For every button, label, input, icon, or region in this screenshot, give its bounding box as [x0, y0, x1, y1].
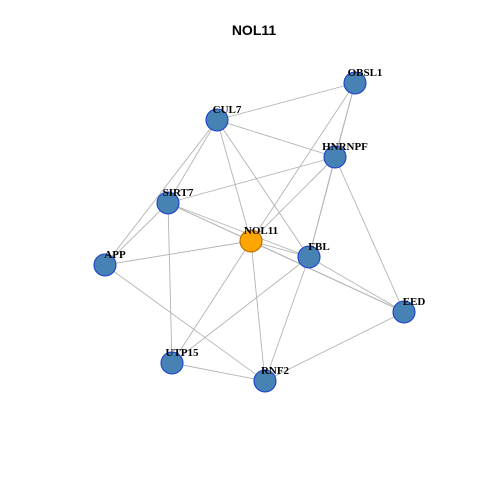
node-obsl1 [343, 71, 367, 95]
edge-layer [104, 82, 405, 382]
node-label-nol11: NOL11 [244, 225, 278, 237]
node-label-fbl: FBL [308, 241, 329, 253]
edge-eed-rnf2 [264, 311, 405, 382]
node-label-eed: EED [403, 296, 426, 308]
node-rnf2 [253, 369, 277, 393]
edge-nol11-app [104, 240, 252, 266]
edge-hnrnpf-nol11 [250, 156, 336, 242]
edge-hnrnpf-sirt7 [167, 156, 336, 204]
node-eed [392, 300, 416, 324]
node-label-hnrnpf: HNRNPF [322, 141, 368, 153]
node-app [93, 253, 117, 277]
edge-sirt7-app [104, 202, 169, 266]
node-hnrnpf [323, 145, 347, 169]
node-label-utp15: UTP15 [166, 347, 200, 359]
edge-utp15-rnf2 [171, 362, 266, 382]
node-label-app: APP [104, 249, 126, 261]
edge-nol11-utp15 [171, 240, 252, 364]
node-sirt7 [156, 191, 180, 215]
node-fbl [297, 245, 321, 269]
edge-cul7-hnrnpf [216, 119, 336, 158]
node-label-rnf2: RNF2 [261, 365, 290, 377]
figure-title: NOL11 [232, 22, 277, 38]
edge-obsl1-nol11 [250, 82, 356, 242]
edge-obsl1-cul7 [216, 82, 356, 121]
edge-cul7-app [104, 119, 218, 266]
node-nol11 [239, 229, 263, 253]
edge-nol11-rnf2 [250, 240, 266, 382]
node-label-cul7: CUL7 [213, 104, 242, 116]
edge-hnrnpf-fbl [308, 156, 336, 258]
node-label-obsl1: OBSL1 [348, 67, 383, 79]
edge-fbl-eed [308, 256, 405, 313]
node-utp15 [160, 351, 184, 375]
node-layer [93, 71, 416, 393]
edge-nol11-eed [250, 240, 405, 313]
edge-hnrnpf-eed [334, 156, 405, 313]
edge-sirt7-fbl [167, 202, 310, 258]
node-cul7 [205, 108, 229, 132]
edge-cul7-fbl [216, 119, 310, 258]
edge-fbl-rnf2 [264, 256, 310, 382]
edge-cul7-sirt7 [167, 119, 218, 204]
edge-cul7-nol11 [216, 119, 252, 242]
edge-sirt7-utp15 [167, 202, 173, 364]
edge-app-rnf2 [104, 264, 266, 382]
node-label-sirt7: SIRT7 [163, 187, 194, 199]
edge-fbl-utp15 [171, 256, 310, 364]
